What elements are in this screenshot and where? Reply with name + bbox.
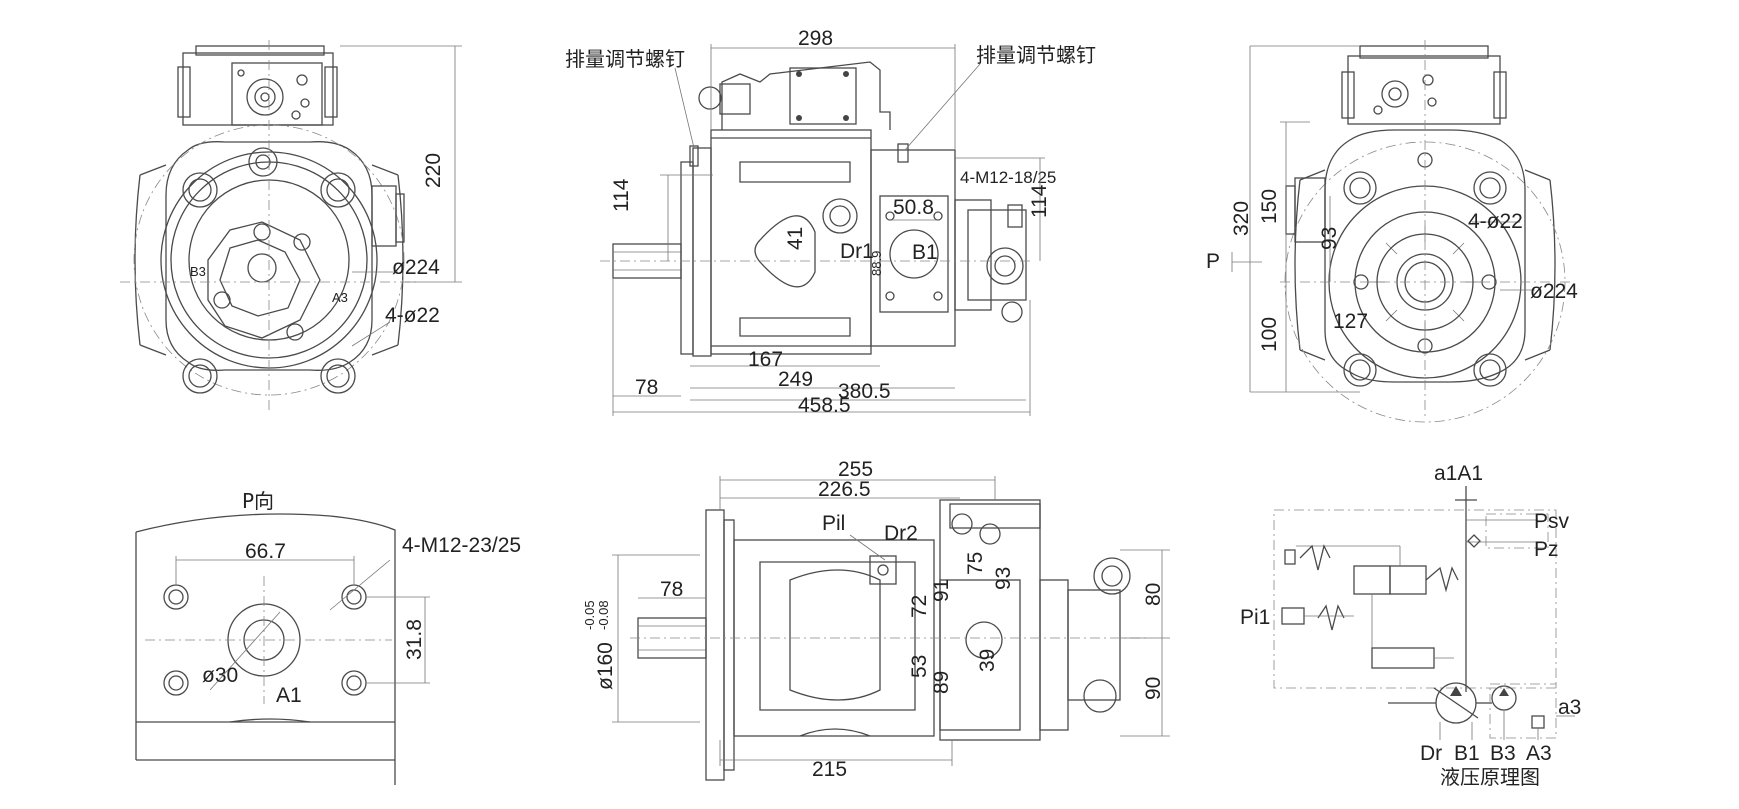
schem-a3-bottom: A3 <box>1526 742 1552 765</box>
front-view: B3 A3 220 ø224 4-ø22 <box>120 40 462 410</box>
side-167-dim: 167 <box>748 348 783 371</box>
port-dr1: Dr1 <box>840 240 874 263</box>
port-pil: Pil <box>822 512 845 535</box>
schematic-title: 液压原理图 <box>1440 765 1540 789</box>
top-75-dim: 75 <box>964 552 987 575</box>
top-255-dim: 255 <box>838 458 873 481</box>
rear-320-dim: 320 <box>1230 201 1253 236</box>
p-direction-view: P向 66.7 4-M12-23/25 31.8 ø30 A1 <box>135 489 521 785</box>
rear-view: 320 150 93 100 127 4-ø22 ø224 P <box>1206 40 1578 423</box>
schem-dr: Dr <box>1420 742 1442 765</box>
top-53-dim: 53 <box>908 655 931 678</box>
port-b1: B1 <box>912 241 938 264</box>
hydraulic-schematic: a1A1 Psv Pz Pi1 a3 <box>1240 462 1581 789</box>
top-215-dim: 215 <box>812 758 847 781</box>
pview-thread-dim: 4-M12-23/25 <box>402 534 521 557</box>
screw-label-left: 排量调节螺钉 <box>565 47 685 71</box>
schem-pi1: Pi1 <box>1240 606 1270 629</box>
top-93-dim: 93 <box>992 567 1015 590</box>
top-shaft-len-dim: 78 <box>660 578 683 601</box>
side-shaft-height-dim: 114 <box>610 178 633 212</box>
side-thread-dim: 4-M12-18/25 <box>960 168 1056 187</box>
rear-150-dim: 150 <box>1258 189 1281 224</box>
rear-93-dim: 93 <box>1318 227 1341 250</box>
front-bore-dim: ø224 <box>392 256 440 279</box>
pview-spacing-dim: 66.7 <box>245 540 286 563</box>
side-port-spacing-dim: 50.8 <box>893 196 934 219</box>
pview-port-dim: ø30 <box>202 664 238 687</box>
screw-label-right: 排量调节螺钉 <box>976 43 1096 67</box>
port-dr2: Dr2 <box>884 522 918 545</box>
side-view: 298 排量调节螺钉 排量调节螺钉 114 4-M12-18/25 114 50… <box>565 27 1096 417</box>
top-tol-lower: -0.08 <box>596 600 611 630</box>
side-right-height-dim: 114 <box>1028 184 1051 218</box>
top-80-dim: 80 <box>1142 583 1165 606</box>
top-pilot-dim: ø160 <box>594 642 617 690</box>
side-shaft-len-dim: 78 <box>635 376 658 399</box>
top-89-dim: 89 <box>930 671 953 694</box>
rear-100-dim: 100 <box>1258 317 1281 352</box>
p-arrow-label: P <box>1206 250 1220 273</box>
side-total-dim: 458.5 <box>798 394 851 417</box>
side-380-dim: 380.5 <box>838 380 891 403</box>
schem-psv: Psv <box>1534 510 1570 533</box>
front-holes-dim: 4-ø22 <box>385 304 440 327</box>
rear-holes-dim: 4-ø22 <box>1468 210 1523 233</box>
schem-top-label: a1A1 <box>1434 462 1483 485</box>
port-a1: A1 <box>276 684 302 707</box>
top-tol-upper: -0.05 <box>582 600 597 630</box>
rear-127-dim: 127 <box>1333 310 1368 333</box>
rear-bore-dim: ø224 <box>1530 280 1578 303</box>
top-90-dim: 90 <box>1142 677 1165 700</box>
p-view-label: P向 <box>242 489 274 513</box>
side-249-dim: 249 <box>778 368 813 391</box>
side-port-v-dim: 88.9 <box>869 251 884 276</box>
top-226-dim: 226.5 <box>818 478 871 501</box>
top-view: 255 226.5 78 ø160 -0.05 -0.08 215 Pil Dr… <box>582 458 1170 781</box>
side-port-offset-dim: 41 <box>784 227 807 250</box>
top-72-dim: 72 <box>908 595 931 618</box>
port-a3-small: A3 <box>332 290 348 305</box>
schem-b1: B1 <box>1454 742 1480 765</box>
schem-pz: Pz <box>1534 538 1559 561</box>
schem-b3: B3 <box>1490 742 1516 765</box>
schem-a3: a3 <box>1558 696 1581 719</box>
top-91-dim: 91 <box>930 579 953 602</box>
port-b3-small: B3 <box>190 264 206 279</box>
top-39-dim: 39 <box>976 649 999 672</box>
pview-height-dim: 31.8 <box>403 619 426 660</box>
front-height-dim: 220 <box>422 153 445 188</box>
side-length-top-dim: 298 <box>798 27 833 50</box>
